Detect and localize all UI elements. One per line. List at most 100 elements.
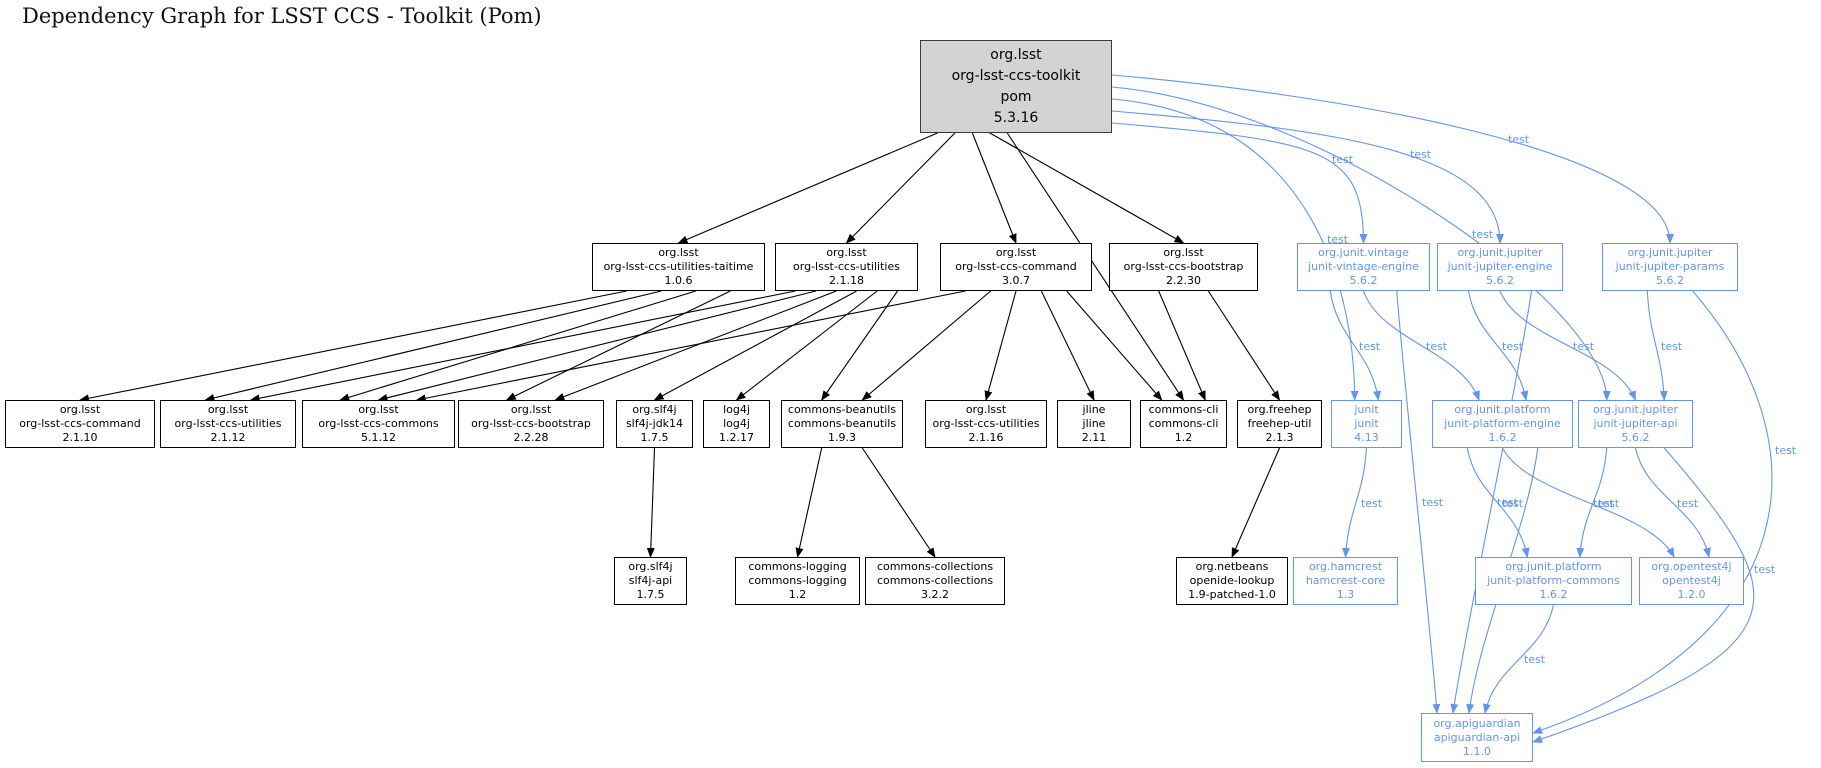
node-line: commons-cli <box>1148 403 1219 416</box>
node-line: org.slf4j <box>632 403 677 416</box>
node-line: org.lsst <box>826 246 867 259</box>
edge-jupiter-api-to-platform-commons <box>1576 447 1608 558</box>
node-line: org-lsst-ccs-commons <box>318 417 439 430</box>
edge-label-test: test <box>1754 563 1776 576</box>
edge-toolkit-to-jupiter-params <box>1111 74 1674 244</box>
node-line: org.lsst <box>995 246 1037 259</box>
node-line: org.lsst <box>59 403 101 416</box>
edge-bootstrap-2-2-30-to-freehep-util <box>1207 290 1281 401</box>
node-line: org.freehep <box>1247 403 1312 416</box>
node-line: junit <box>1354 403 1379 416</box>
node-line: org-lsst-ccs-utilities <box>174 417 282 430</box>
edge-jupiter-api-to-opentest4j <box>1634 447 1711 558</box>
node-line: org.lsst <box>1163 246 1204 259</box>
node-line: log4j <box>723 417 750 430</box>
edge-freehep-util-to-openide-lookup <box>1231 447 1281 558</box>
edge-slf4j-jdk14-to-slf4j-api <box>646 447 656 558</box>
edge-command-3-0-7-to-utilities-2-1-16 <box>984 290 1017 401</box>
node-line: 2.2.30 <box>1166 274 1201 287</box>
node-line: 2.2.28 <box>513 431 549 444</box>
node-line: commons-beanutils <box>787 417 897 430</box>
edge-taitime-to-bootstrap-2-2-28 <box>505 290 731 401</box>
node-line: org.lsst <box>358 403 399 416</box>
node-line: commons-logging <box>748 560 847 573</box>
edge-toolkit-to-bootstrap-2-2-30 <box>989 132 1185 244</box>
node-line: log4j <box>723 403 750 416</box>
node-line: org.junit.vintage <box>1318 246 1409 259</box>
node-line: org.lsst <box>658 246 699 259</box>
edge-jupiter-params-to-apiguardian <box>1532 290 1773 734</box>
node-line: org-lsst-ccs-command <box>19 417 141 430</box>
edge-toolkit-to-utilities-2-1-18 <box>845 132 956 244</box>
edge-toolkit-to-junit <box>1111 98 1359 401</box>
node-line: org-lsst-ccs-utilities <box>793 260 900 273</box>
edge-platform-commons-to-apiguardian <box>1482 604 1555 714</box>
edge-toolkit-to-vintage-engine <box>1111 122 1368 244</box>
node-line: org.lsst <box>965 403 1007 416</box>
edge-command-3-0-7-to-commons-beanutils <box>861 290 992 401</box>
node-line: junit-vintage-engine <box>1308 260 1419 273</box>
node-line: junit-platform-commons <box>1487 574 1620 587</box>
node-line: 5.3.16 <box>993 109 1039 126</box>
node-line: slf4j-jdk14 <box>625 417 684 430</box>
node-line: junit <box>1354 417 1379 430</box>
node-line: 1.6.2 <box>1539 588 1568 601</box>
edge-label-test: test <box>1593 497 1615 510</box>
edge-command-3-0-7-to-commons-5-1-12 <box>415 290 966 403</box>
edge-toolkit-to-jupiter-engine <box>1111 110 1504 244</box>
node-line: org.apiguardian <box>1433 716 1521 730</box>
node-line: 1.3 <box>1336 588 1355 601</box>
edge-utilities-2-1-18-to-log4j <box>735 290 878 401</box>
node-line: org.junit.jupiter <box>1457 246 1543 259</box>
edge-utilities-2-1-18-to-bootstrap-2-2-28 <box>554 290 837 401</box>
node-line: org-lsst-ccs-utilities <box>932 417 1040 430</box>
edge-label-test: test <box>1524 653 1546 666</box>
node-line: 3.2.2 <box>921 588 949 601</box>
node-line: 5.6.2 <box>1621 431 1650 444</box>
node-line: org.junit.jupiter <box>1592 403 1679 416</box>
node-line: 1.7.5 <box>640 431 669 444</box>
node-line: jline <box>1082 417 1106 430</box>
node-line: 5.6.2 <box>1349 274 1378 287</box>
node-line: commons-logging <box>748 574 847 587</box>
edge-label-test: test <box>1573 340 1595 353</box>
edge-jupiter-engine-to-jupiter-api <box>1499 290 1637 401</box>
node-line: 1.7.5 <box>636 588 665 601</box>
node-line: jline <box>1082 403 1106 416</box>
edge-commons-beanutils-to-commons-logging <box>795 447 823 558</box>
node-line: pom <box>1000 88 1032 105</box>
edge-command-3-0-7-to-jline <box>1040 290 1095 401</box>
node-line: 1.0.6 <box>664 274 693 287</box>
graph-title: Dependency Graph for LSST CCS - Toolkit … <box>22 4 542 28</box>
edge-toolkit-to-jupiter-api <box>1111 86 1611 401</box>
node-line: 1.2 <box>788 588 807 601</box>
edge-jupiter-params-to-jupiter-api <box>1646 290 1668 401</box>
node-line: commons-beanutils <box>787 403 897 416</box>
node-line: commons-collections <box>876 560 994 573</box>
node-line: org-lsst-ccs-toolkit <box>951 67 1081 84</box>
edge-jupiter-engine-to-apiguardian <box>1450 290 1533 714</box>
edge-taitime-to-commons-5-1-12 <box>339 290 696 402</box>
node-line: 1.2 <box>1174 431 1193 444</box>
node-line: 1.2.17 <box>719 431 754 444</box>
node-line: 2.11 <box>1081 431 1107 444</box>
node-line: openide-lookup <box>1189 574 1275 587</box>
